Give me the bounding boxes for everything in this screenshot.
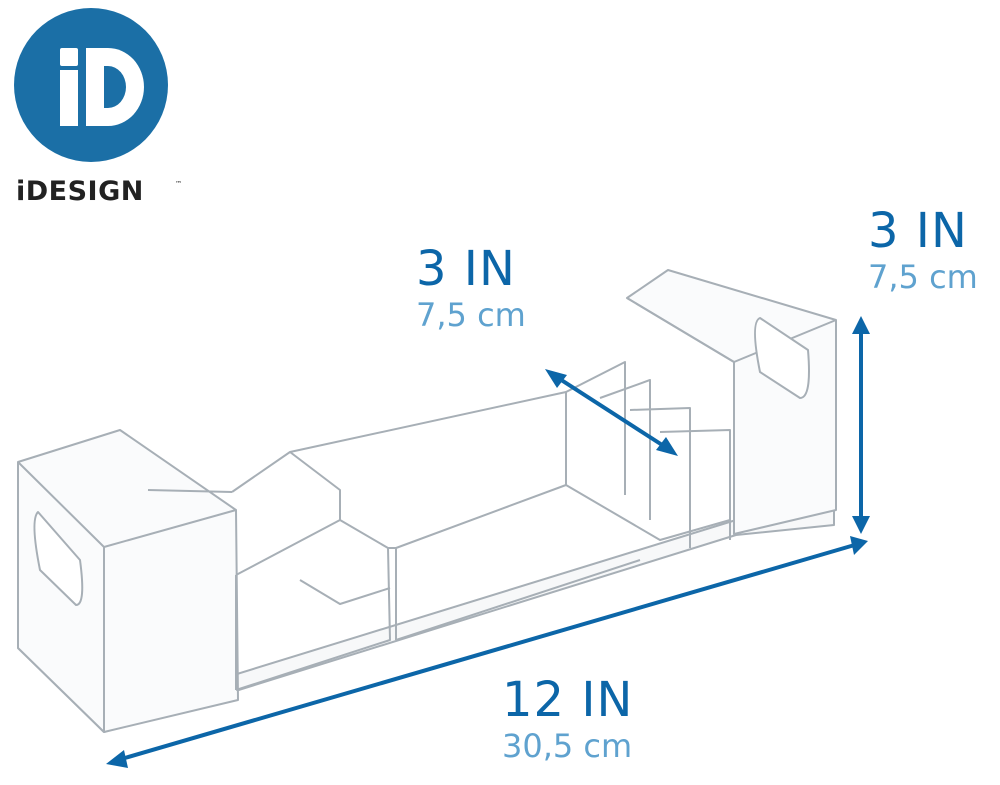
organizer-outline (17, 269, 837, 733)
depth-arrowhead-start (545, 369, 567, 388)
length-arrowhead-left (106, 750, 128, 768)
height-metric: 7,5 cm (868, 258, 978, 296)
brand-logo: iDESIGN ™ (14, 8, 182, 208)
dimension-arrows (106, 316, 870, 768)
brand-wordmark: iDESIGN (16, 176, 144, 207)
logo-circle (14, 8, 168, 162)
height-arrowhead-bottom (852, 516, 870, 534)
depth-arrow (550, 372, 672, 452)
height-dimension-label: 3 IN 7,5 cm (868, 207, 978, 293)
height-arrowhead-top (852, 316, 870, 334)
length-dimension-label: 12 IN 30,5 cm (502, 676, 633, 762)
length-arrowhead-right (850, 536, 868, 555)
depth-arrowhead-end (656, 437, 678, 456)
length-imperial: 12 IN (502, 672, 634, 728)
depth-dimension-label: 3 IN 7,5 cm (416, 245, 526, 331)
depth-imperial: 3 IN (416, 241, 516, 297)
length-metric: 30,5 cm (502, 727, 633, 765)
trademark-symbol: ™ (175, 180, 182, 188)
length-arrow (117, 542, 859, 762)
depth-metric: 7,5 cm (416, 296, 526, 334)
height-imperial: 3 IN (868, 203, 968, 259)
logo-id-mark-icon (60, 48, 144, 126)
